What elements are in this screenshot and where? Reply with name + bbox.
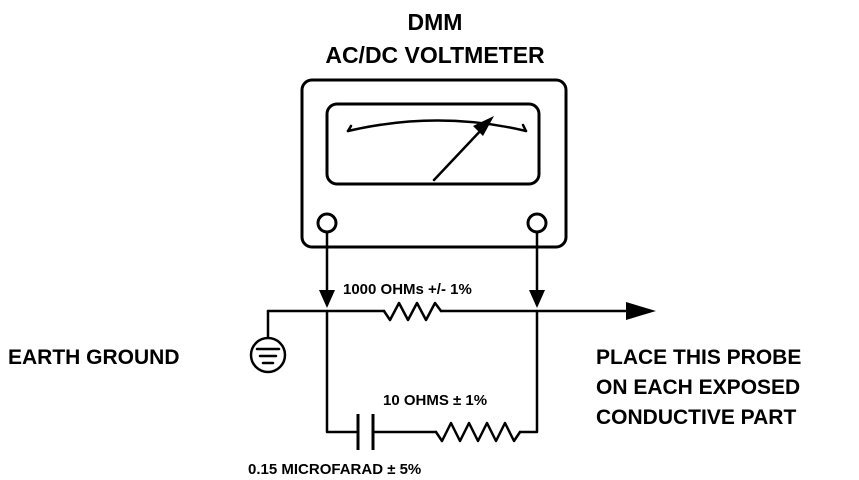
earth-ground-icon xyxy=(249,336,287,374)
meter-scale-arc xyxy=(346,119,528,133)
resistor-10-ohm-icon xyxy=(434,421,522,443)
left-lead-arrow-icon xyxy=(319,290,335,308)
resistor-1000-ohm-icon xyxy=(382,301,443,322)
meter-terminal-right xyxy=(526,212,548,234)
title-line-2: AC/DC VOLTMETER xyxy=(325,42,545,68)
resistor-10-label: 10 OHMS ± 1% xyxy=(383,392,487,409)
resistor-1000-label: 1000 OHMs +/- 1% xyxy=(343,281,472,298)
title-line-1: DMM xyxy=(408,9,463,35)
earth-ground-label: EARTH GROUND xyxy=(8,346,180,369)
meter-needle-tip xyxy=(473,116,494,136)
lower-left-wire xyxy=(325,309,358,434)
meter-needle xyxy=(432,125,486,182)
probe-label-line-2: ON EACH EXPOSED xyxy=(596,376,800,399)
capacitor-icon xyxy=(356,414,375,450)
probe-arrow-icon xyxy=(626,302,656,320)
analog-meter-icon xyxy=(300,78,568,249)
meter-terminal-left xyxy=(316,212,338,234)
meter-scale-end-right xyxy=(521,123,528,133)
probe-label-line-3: CONDUCTIVE PART xyxy=(596,406,796,429)
meter-scale-end-left xyxy=(346,124,353,133)
capacitor-label: 0.15 MICROFARAD ± 5% xyxy=(248,461,421,478)
probe-label-line-1: PLACE THIS PROBE xyxy=(596,346,801,369)
lower-right-wire xyxy=(518,309,539,434)
meter-window xyxy=(325,102,541,186)
right-lead-arrow-icon xyxy=(529,290,545,308)
